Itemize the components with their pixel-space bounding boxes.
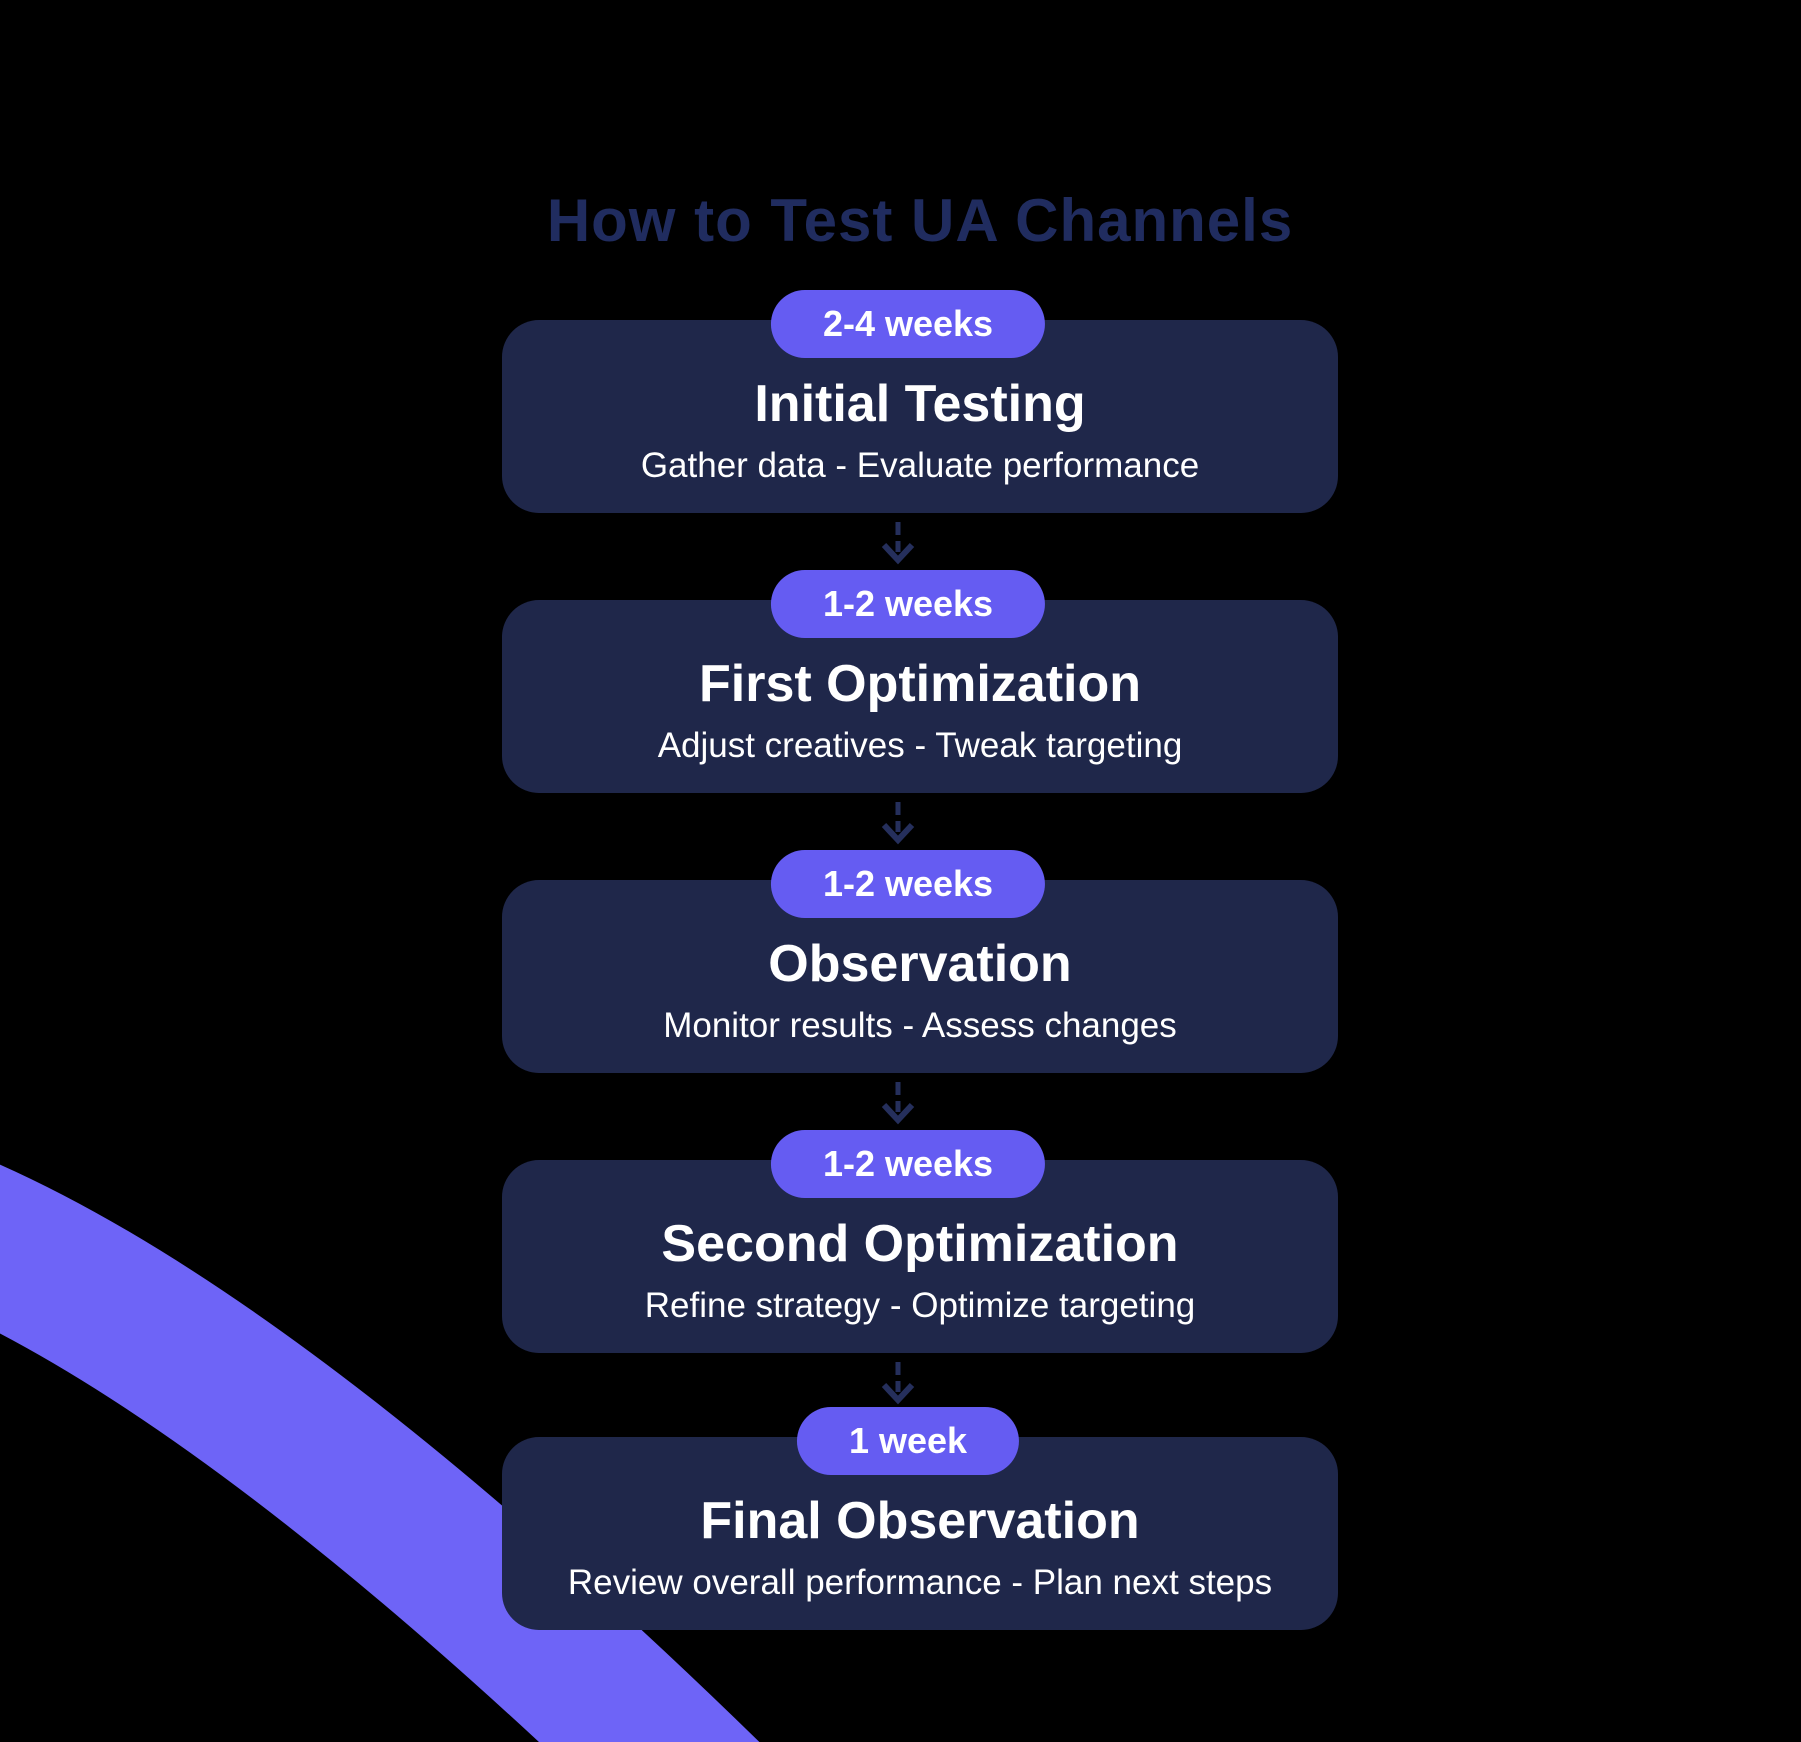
step-subtitle: Adjust creatives - Tweak targeting [657,726,1183,766]
down-arrow-icon [881,802,915,845]
down-arrow-icon [881,1082,915,1125]
step-subtitle: Monitor results - Assess changes [663,1006,1177,1046]
duration-badge: 1-2 weeks [770,850,1046,918]
duration-badge: 1-2 weeks [770,1130,1046,1198]
step-title: Final Observation [700,1491,1140,1550]
page-title: How to Test UA Channels [546,187,1294,255]
step-subtitle: Review overall performance - Plan next s… [567,1563,1273,1603]
step-title: First Optimization [699,654,1141,713]
duration-badge: 1 week [796,1407,1020,1475]
step-title: Second Optimization [661,1214,1179,1273]
step-title: Initial Testing [754,374,1086,433]
down-arrow-icon [881,1362,915,1405]
step-title: Observation [768,934,1072,993]
step-card-second-optimization: Second Optimization Refine strategy - Op… [502,1160,1338,1353]
duration-badge: 1-2 weeks [770,570,1046,638]
step-subtitle: Refine strategy - Optimize targeting [644,1286,1196,1326]
duration-badge: 2-4 weeks [770,290,1046,358]
step-subtitle: Gather data - Evaluate performance [640,446,1200,486]
down-arrow-icon [881,522,915,565]
